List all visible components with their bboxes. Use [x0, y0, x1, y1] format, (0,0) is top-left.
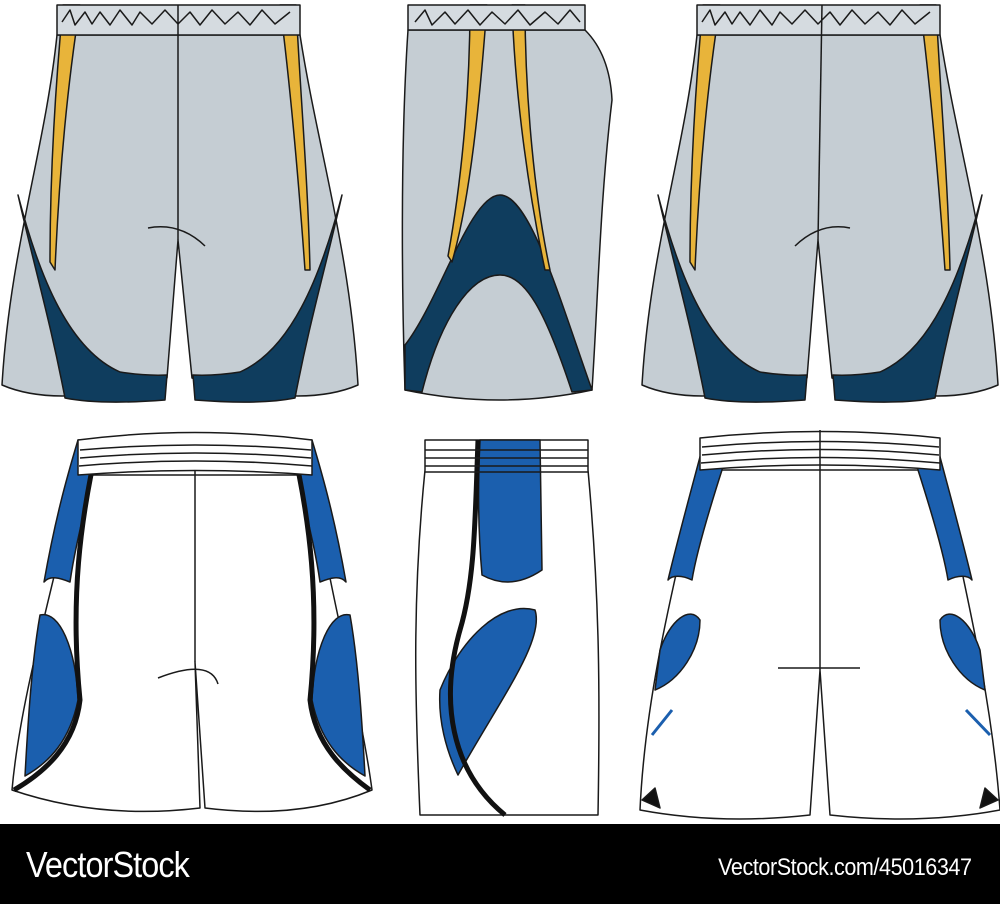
- blue-panel-lower: [438, 607, 538, 776]
- yellow-stripe-right: [511, 4, 551, 271]
- yellow-stripe-left: [689, 4, 721, 271]
- navy-panel-right: [832, 194, 983, 403]
- black-stripe: [448, 439, 507, 817]
- grey-shorts-front: [1, 4, 359, 403]
- waistband-lines: [78, 444, 313, 467]
- waistband-stitching: [414, 9, 581, 26]
- black-hem-right: [979, 787, 999, 809]
- blue-panel-lower-left: [654, 613, 701, 691]
- shorts-body: [1, 34, 359, 397]
- blue-panel-lower-right: [311, 613, 366, 777]
- black-stripe-right: [289, 441, 372, 793]
- waistband: [407, 4, 586, 31]
- image-url: VectorStock.com/45016347: [718, 854, 973, 881]
- blue-panel-upper-right: [912, 437, 973, 581]
- white-shorts-front: [11, 431, 373, 813]
- shorts-body: [641, 34, 999, 397]
- yellow-stripe-left: [447, 4, 488, 263]
- black-stripe-left: [12, 441, 101, 793]
- blue-panel-lower-left: [24, 613, 79, 777]
- fly-curve: [157, 668, 219, 685]
- yellow-stripe-left: [49, 4, 81, 271]
- white-shorts-side: [414, 439, 600, 817]
- seam-line: [817, 4, 823, 241]
- fly-curve: [147, 226, 206, 247]
- waistband: [696, 4, 941, 36]
- blue-panel-lower-right: [939, 613, 986, 691]
- navy-panel-right: [192, 194, 343, 403]
- watermark-footer: VectorStock VectorStock.com/45016347: [0, 824, 1000, 904]
- blue-panel-upper-left: [667, 437, 728, 581]
- black-hem-left: [641, 787, 661, 809]
- grey-shorts-back: [641, 4, 999, 403]
- brand-logo: VectorStock: [26, 844, 190, 885]
- navy-panel-left: [657, 194, 808, 403]
- blue-accent-left: [650, 709, 674, 736]
- blue-panel-upper: [477, 439, 543, 583]
- blue-accent-right: [964, 708, 992, 737]
- navy-arch-panel: [404, 194, 593, 393]
- grey-shorts-side: [401, 4, 613, 401]
- yellow-stripe-right: [919, 4, 951, 271]
- yellow-stripe-right: [279, 4, 311, 271]
- waistband-stitching: [701, 9, 931, 26]
- shorts-templates-illustration: [1, 4, 1000, 820]
- waistband-lines: [425, 449, 588, 473]
- white-shorts-back: [639, 430, 1000, 820]
- seat-curve: [794, 226, 851, 247]
- waistband-stitching: [61, 9, 291, 26]
- navy-panel-left: [17, 194, 168, 403]
